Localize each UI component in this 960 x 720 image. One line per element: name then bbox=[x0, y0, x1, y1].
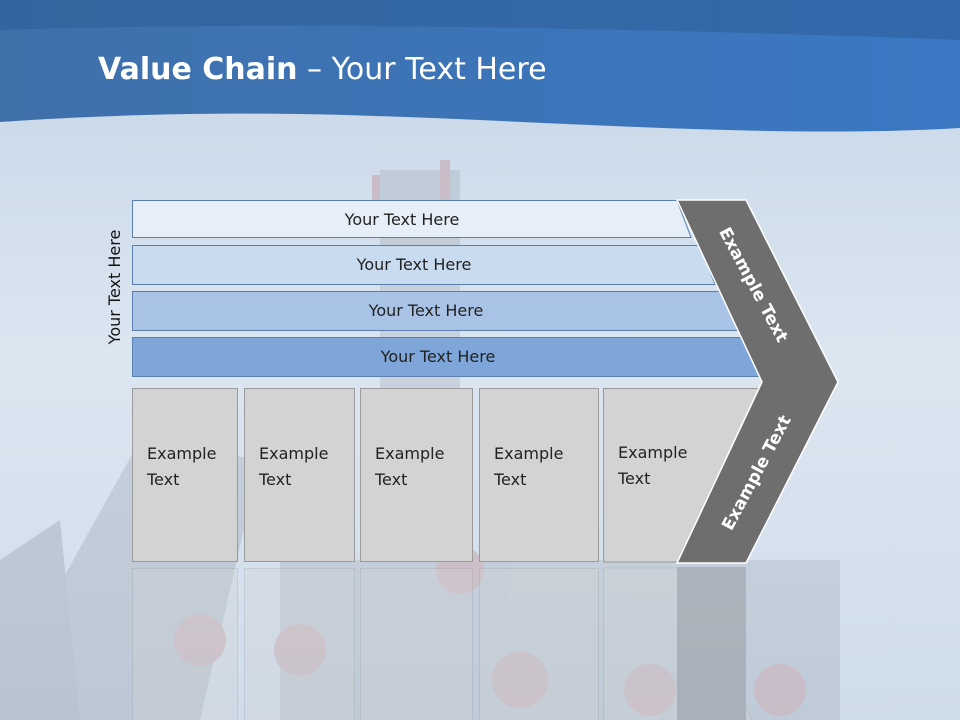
value-band-3: Your Text Here bbox=[132, 291, 740, 331]
value-band-label: Your Text Here bbox=[356, 254, 472, 274]
box-text-line1: Example bbox=[259, 444, 329, 463]
reflection bbox=[132, 566, 842, 720]
value-band-2: Your Text Here bbox=[132, 245, 716, 285]
box-text-line2: Text bbox=[375, 470, 408, 489]
example-box-3: Example Text bbox=[360, 388, 473, 562]
side-label: Your Text Here bbox=[105, 229, 124, 345]
example-box-1: Example Text bbox=[132, 388, 238, 562]
box-text-line2: Text bbox=[618, 469, 651, 488]
box-text-line2: Text bbox=[259, 470, 292, 489]
box-text-line1: Example bbox=[147, 444, 217, 463]
value-band-label: Your Text Here bbox=[368, 300, 484, 320]
box-text-line2: Text bbox=[494, 470, 527, 489]
box-text-line2: Text bbox=[147, 470, 180, 489]
value-band-4: Your Text Here bbox=[132, 337, 764, 377]
page-title: Value Chain – Your Text Here bbox=[98, 52, 547, 87]
example-box-4: Example Text bbox=[479, 388, 599, 562]
example-box-5: Example Text bbox=[603, 388, 687, 492]
value-band-label: Your Text Here bbox=[344, 209, 460, 229]
box-text-line1: Example bbox=[375, 444, 445, 463]
box-text-line1: Example bbox=[618, 443, 688, 462]
value-band-1: Your Text Here bbox=[132, 200, 692, 238]
value-band-label: Your Text Here bbox=[380, 346, 496, 366]
box-text-line1: Example bbox=[494, 444, 564, 463]
example-box-2: Example Text bbox=[244, 388, 355, 562]
margin-chevron bbox=[676, 199, 839, 564]
